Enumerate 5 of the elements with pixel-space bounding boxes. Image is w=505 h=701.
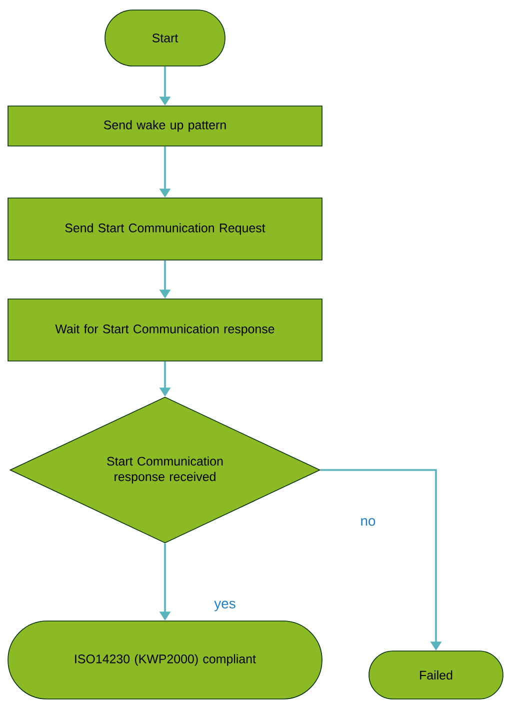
edge-label: yes [213, 600, 237, 612]
edge-label: no [359, 517, 377, 527]
process-box: Send wake up pattern [8, 106, 322, 146]
process-box: Wait for Start Communication response [8, 298, 322, 362]
process-box: Send Start Communication Request [8, 198, 322, 260]
